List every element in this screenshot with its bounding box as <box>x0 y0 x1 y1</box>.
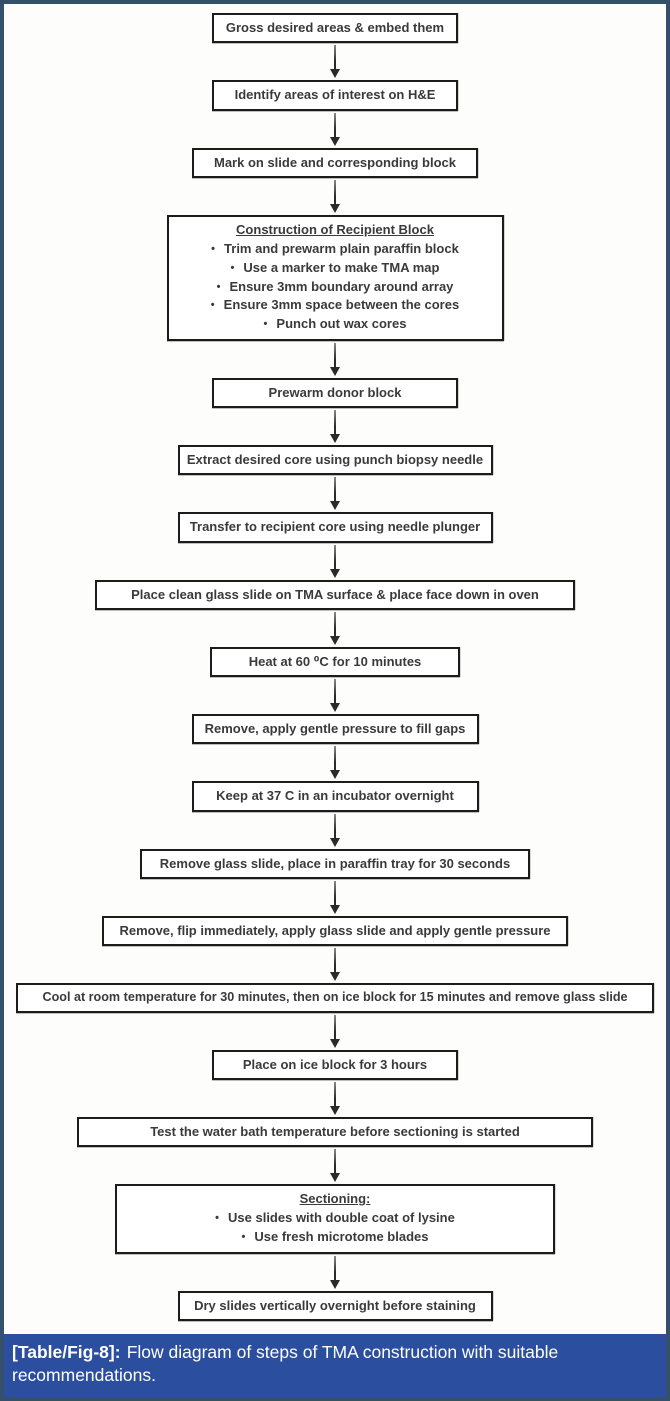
down-arrow-icon <box>330 112 340 146</box>
bullet-item: Trim and prewarm plain paraffin block <box>175 241 496 258</box>
bullet-item: Ensure 3mm space between the cores <box>175 297 496 314</box>
down-arrow-icon <box>330 679 340 712</box>
down-arrow-icon <box>330 477 340 511</box>
flowchart: Gross desired areas & embed them Identif… <box>4 4 666 1334</box>
flow-step-box: Remove glass slide, place in paraffin tr… <box>140 848 530 879</box>
down-arrow-icon <box>330 179 340 213</box>
down-arrow-icon <box>330 611 340 645</box>
flow-step-box: Construction of Recipient Block Trim and… <box>166 214 504 341</box>
flow-step-box: Prewarm donor block <box>212 377 458 408</box>
flow-step-box: Dry slides vertically overnight before s… <box>177 1290 493 1322</box>
flow-step-box: Cool at room temperature for 30 minutes,… <box>16 983 654 1013</box>
block-title: Sectioning: <box>299 1191 371 1207</box>
flow-step-label: Identify areas of interest on H&E <box>234 87 436 103</box>
bullet-item: Use fresh microtome blades <box>123 1229 547 1246</box>
flow-step-label: Heat at 60 ⁰C for 10 minutes <box>248 653 422 669</box>
figure-caption-label: [Table/Fig-8]: <box>12 1342 121 1363</box>
bullet-item: Use a marker to make TMA map <box>175 260 496 277</box>
figure-caption: [Table/Fig-8]:Flow diagram of steps of T… <box>4 1334 666 1397</box>
figure-caption-text: Flow diagram of steps of TMA constructio… <box>12 1342 559 1385</box>
flow-step-label: Mark on slide and corresponding block <box>214 154 456 170</box>
flow-step-label: Test the water bath temperature before s… <box>150 1123 520 1139</box>
bullet-item: Punch out wax cores <box>175 316 496 333</box>
flow-step-label: Gross desired areas & embed them <box>225 20 445 35</box>
flow-step-box: Remove, apply gentle pressure to fill ga… <box>191 714 479 745</box>
flow-step-label: Remove, apply gentle pressure to fill ga… <box>204 721 466 736</box>
flow-step-box: Heat at 60 ⁰C for 10 minutes <box>210 646 460 677</box>
flow-step-box: Mark on slide and corresponding block <box>192 147 478 178</box>
down-arrow-icon <box>330 342 340 376</box>
down-arrow-icon <box>330 1014 340 1048</box>
flow-step-label: Dry slides vertically overnight before s… <box>194 1297 476 1313</box>
flow-step-label: Prewarm donor block <box>268 384 402 400</box>
flow-step-box: Keep at 37 C in an incubator overnight <box>191 781 479 812</box>
block-title: Construction of Recipient Block <box>236 221 434 237</box>
down-arrow-icon <box>330 1149 340 1183</box>
flow-step-label: Place on ice block for 3 hours <box>242 1056 428 1072</box>
down-arrow-icon <box>330 813 340 847</box>
flow-step-label: Remove, flip immediately, apply glass sl… <box>119 922 551 938</box>
flow-step-box: Place on ice block for 3 hours <box>212 1049 458 1080</box>
flow-step-label: Place clean glass slide on TMA surface &… <box>131 586 539 602</box>
flow-step-box: Transfer to recipient core using needle … <box>177 512 493 543</box>
bullet-item: Ensure 3mm boundary around array <box>175 279 496 296</box>
flow-step-box: Test the water bath temperature before s… <box>77 1116 593 1148</box>
flow-step-box: Gross desired areas & embed them <box>212 13 458 44</box>
down-arrow-icon <box>330 410 340 443</box>
down-arrow-icon <box>330 45 340 79</box>
down-arrow-icon <box>330 544 340 578</box>
down-arrow-icon <box>330 880 340 914</box>
flow-step-label: Cool at room temperature for 30 minutes,… <box>42 990 628 1004</box>
flow-step-box: Identify areas of interest on H&E <box>212 80 458 111</box>
flow-step-label: Remove glass slide, place in paraffin tr… <box>159 855 511 871</box>
bullet-item: Use slides with double coat of lysine <box>123 1210 547 1227</box>
flow-step-box: Sectioning: Use slides with double coat … <box>115 1184 555 1254</box>
down-arrow-icon <box>330 1255 340 1289</box>
flow-step-label: Transfer to recipient core using needle … <box>189 519 481 535</box>
down-arrow-icon <box>330 1081 340 1115</box>
flow-step-box: Remove, flip immediately, apply glass sl… <box>102 915 568 946</box>
flow-step-box: Extract desired core using punch biopsy … <box>177 445 493 476</box>
flow-step-label: Keep at 37 C in an incubator overnight <box>216 788 454 804</box>
down-arrow-icon <box>330 746 340 780</box>
flow-step-label: Extract desired core using punch biopsy … <box>186 452 484 467</box>
flow-step-box: Place clean glass slide on TMA surface &… <box>95 579 575 610</box>
down-arrow-icon <box>330 948 340 981</box>
